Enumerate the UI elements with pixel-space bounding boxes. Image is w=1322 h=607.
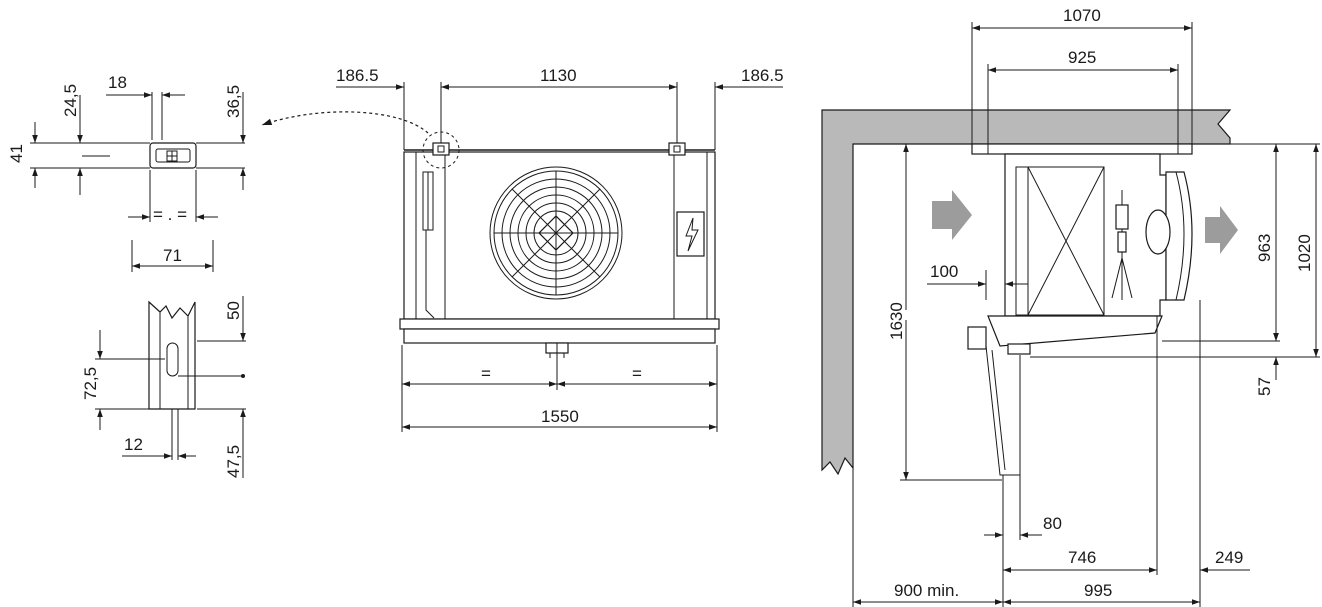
mounting-plate — [971, 143, 1193, 155]
coil-block — [1027, 166, 1105, 316]
valve-icon — [1111, 190, 1133, 300]
dim-side-746: 746 — [1068, 548, 1096, 567]
dim-side-100: 100 — [930, 262, 958, 281]
dim-side-80: 80 — [1043, 514, 1062, 533]
side-view: 1070 925 100 1630 963 1020 57 — [821, 6, 1320, 607]
fan-motor — [1145, 209, 1171, 255]
dim-front-equal-left: = — [481, 364, 491, 383]
unit-body — [1004, 153, 1167, 317]
dim-bracket-41: 41 — [7, 144, 26, 163]
slot-hole — [166, 342, 179, 377]
hanging-bracket-left — [432, 142, 450, 156]
dim-bracket-18: 18 — [108, 73, 127, 92]
dim-side-1070: 1070 — [1063, 6, 1101, 25]
wall-ceiling-section — [821, 109, 1232, 476]
dim-side-995: 995 — [1084, 581, 1112, 600]
electrical-hazard-icon — [685, 217, 699, 252]
fan-icon — [489, 166, 623, 300]
dim-front-186-5-left: 186.5 — [336, 66, 379, 85]
slot-detail: 50 47,5 72,5 12 — [81, 296, 246, 478]
dim-front-1130: 1130 — [540, 66, 577, 85]
dim-bracket-71: 71 — [163, 246, 182, 265]
dim-slot-72-5: 72,5 — [81, 367, 100, 400]
dim-side-900-min: 900 min. — [894, 581, 959, 600]
drip-tray — [399, 318, 720, 330]
side-drain — [1007, 343, 1031, 355]
dim-side-249: 249 — [1215, 548, 1243, 567]
bracket-detail: 18 24,5 36,5 41 = . = 71 — [7, 73, 246, 272]
dim-bracket-24-5: 24,5 — [61, 84, 80, 117]
dim-slot-12: 12 — [124, 435, 143, 454]
front-view: 186.5 1130 186.5 = = 1550 — [336, 66, 784, 432]
side-drip-tray — [987, 315, 1163, 347]
electrical-box — [676, 211, 705, 257]
fan-guard-side — [1165, 171, 1193, 301]
callout-arrow — [261, 111, 429, 134]
dim-front-equal-right: = — [632, 364, 642, 383]
dim-slot-47-5: 47,5 — [224, 445, 243, 478]
dim-bracket-36-5: 36,5 — [224, 85, 243, 118]
dim-side-963: 963 — [1255, 234, 1274, 262]
dim-slot-50: 50 — [224, 301, 243, 320]
dim-bracket-equal: = . = — [153, 205, 187, 224]
dim-front-1550: 1550 — [541, 407, 579, 426]
airflow-out-icon — [1205, 206, 1238, 254]
dim-side-1630: 1630 — [887, 302, 906, 340]
hanging-bracket-right — [668, 142, 686, 156]
dim-side-925: 925 — [1068, 48, 1096, 67]
airflow-in-icon — [932, 190, 972, 240]
dim-side-1020: 1020 — [1295, 234, 1314, 272]
dim-front-186-5-right: 186.5 — [741, 66, 784, 85]
dim-side-57: 57 — [1255, 377, 1274, 396]
